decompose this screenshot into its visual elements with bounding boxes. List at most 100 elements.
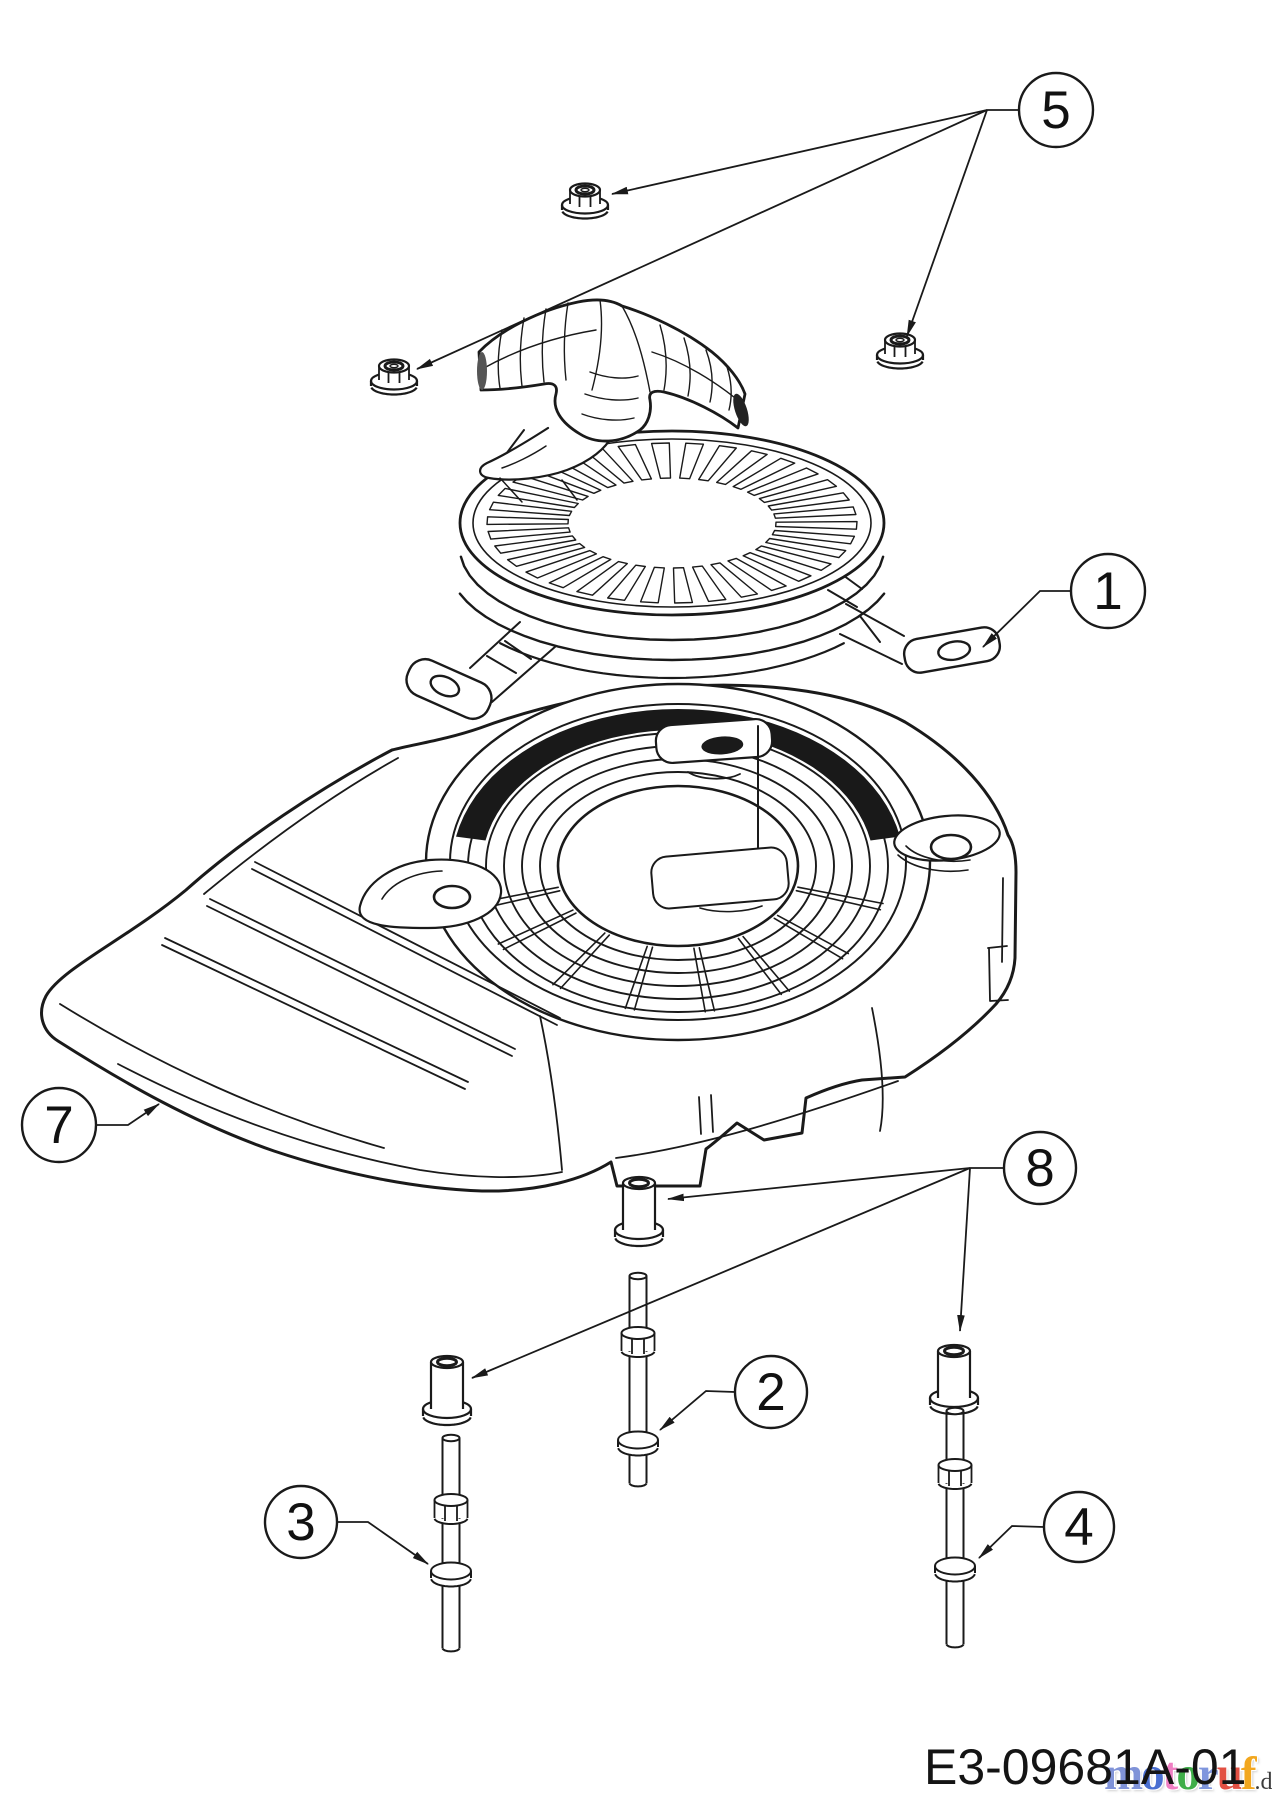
starter-mount-left bbox=[405, 621, 557, 721]
vent-slot bbox=[698, 445, 737, 482]
watermark: motoruf.de bbox=[1104, 1751, 1272, 1798]
part-number: E3-09681A-01 bbox=[924, 1739, 1247, 1795]
flange-nut bbox=[369, 358, 419, 396]
cover-top-tab bbox=[654, 717, 774, 765]
callout-2: 2 bbox=[659, 1354, 809, 1431]
grille-spoke bbox=[795, 889, 882, 911]
starter-mount-right bbox=[839, 603, 1002, 674]
vent-slot bbox=[494, 535, 577, 554]
grille-ring bbox=[556, 784, 800, 948]
vent-slot bbox=[679, 442, 705, 480]
watermark-letter: u bbox=[1216, 1748, 1243, 1800]
vent-slot bbox=[650, 442, 672, 479]
leader-line bbox=[982, 590, 1071, 648]
stud-bolt bbox=[934, 1406, 976, 1649]
vent-slot bbox=[486, 516, 569, 526]
callout-number: 1 bbox=[1093, 562, 1122, 621]
grille-spoke bbox=[633, 946, 654, 1011]
callout-number: 3 bbox=[286, 1493, 315, 1552]
grille-spoke bbox=[776, 914, 850, 955]
vent-slot bbox=[617, 443, 653, 481]
handle-tip-left bbox=[477, 352, 487, 390]
callout-circle bbox=[20, 1086, 98, 1164]
grille-dark-band bbox=[456, 709, 900, 841]
callout-4: 4 bbox=[978, 1490, 1116, 1564]
callout-number: 5 bbox=[1041, 81, 1070, 140]
callout-number: 2 bbox=[756, 1363, 785, 1422]
grille-centre-detail bbox=[650, 725, 790, 913]
vent-slot bbox=[639, 566, 665, 604]
handle-tip-right bbox=[733, 393, 749, 427]
stud-bolt bbox=[617, 1271, 659, 1488]
callout-circle bbox=[1002, 1130, 1078, 1206]
rope-guide bbox=[479, 426, 614, 503]
callout-circle bbox=[263, 1484, 339, 1560]
grille-spoke bbox=[502, 912, 577, 951]
leader-line bbox=[906, 109, 988, 338]
leader-line bbox=[416, 109, 988, 370]
starter-pull-handle bbox=[477, 298, 749, 443]
callout-circle bbox=[1017, 71, 1095, 149]
vent-slot bbox=[758, 479, 838, 504]
grille-spoke bbox=[742, 935, 791, 992]
recoil-starter-assembly bbox=[405, 298, 1002, 721]
callout-circle bbox=[733, 1354, 809, 1430]
grille-spoke bbox=[497, 909, 574, 945]
watermark-letter: t bbox=[1162, 1748, 1179, 1800]
grille-spoke bbox=[559, 934, 611, 990]
cover-boss-left bbox=[358, 858, 503, 930]
grille-ring bbox=[539, 771, 817, 961]
vent-slot bbox=[672, 567, 694, 604]
flange-nuts bbox=[369, 182, 925, 396]
handle-outline bbox=[477, 298, 747, 443]
callout-circle bbox=[1069, 552, 1147, 630]
vent-slot bbox=[771, 529, 856, 545]
leader-line bbox=[96, 1103, 160, 1126]
vent-slot bbox=[716, 450, 768, 486]
callout-7: 7 bbox=[20, 1086, 160, 1164]
vent-slot bbox=[765, 537, 847, 559]
vent-slot bbox=[525, 549, 598, 579]
vent-slot bbox=[548, 556, 612, 589]
leader-line bbox=[337, 1521, 429, 1565]
cover-boss-right bbox=[893, 814, 1001, 873]
vent-slot bbox=[691, 565, 727, 603]
watermark-letter: m bbox=[1104, 1748, 1143, 1800]
vent-slot bbox=[767, 492, 850, 511]
grille-spoke bbox=[693, 947, 707, 1013]
leader-line bbox=[666, 1167, 1004, 1202]
blower-housing-cover bbox=[40, 682, 1018, 1193]
watermark-letter: f bbox=[1240, 1748, 1257, 1800]
callout-8: 8 bbox=[471, 1130, 1078, 1379]
vent-slot bbox=[576, 560, 628, 596]
starter-vent-slots bbox=[486, 442, 858, 604]
vent-slot bbox=[732, 457, 796, 490]
flange-nut bbox=[875, 332, 925, 370]
cover-grille bbox=[456, 709, 900, 1013]
grille-spoke bbox=[552, 932, 606, 986]
leader-line bbox=[471, 1167, 971, 1379]
cover-tab-arc bbox=[687, 771, 741, 780]
watermark-suffix: .de bbox=[1254, 1769, 1272, 1795]
callout-circle bbox=[1042, 1490, 1116, 1564]
leader-line bbox=[957, 1167, 971, 1333]
spacer-bushing bbox=[421, 1354, 473, 1427]
stud-bolt bbox=[430, 1433, 472, 1653]
handle-mesh bbox=[483, 299, 741, 421]
vent-slot bbox=[775, 520, 858, 530]
cover-ribs bbox=[161, 861, 561, 1090]
callout-1: 1 bbox=[982, 552, 1147, 648]
vent-slot bbox=[746, 467, 819, 497]
grille-spoke bbox=[773, 917, 844, 960]
callout-balloons: 5 1 7 82 3 4 bbox=[20, 71, 1147, 1565]
callout-number: 4 bbox=[1064, 1498, 1093, 1557]
spacer-bushing bbox=[928, 1343, 980, 1416]
vent-slot bbox=[755, 545, 832, 571]
stud-bolts bbox=[430, 1271, 976, 1653]
spacer-bushings bbox=[421, 1175, 980, 1427]
cover-creases bbox=[59, 757, 1009, 1178]
grille-spoke bbox=[737, 937, 783, 996]
vent-slot bbox=[727, 557, 787, 592]
callout-number: 7 bbox=[44, 1096, 73, 1155]
